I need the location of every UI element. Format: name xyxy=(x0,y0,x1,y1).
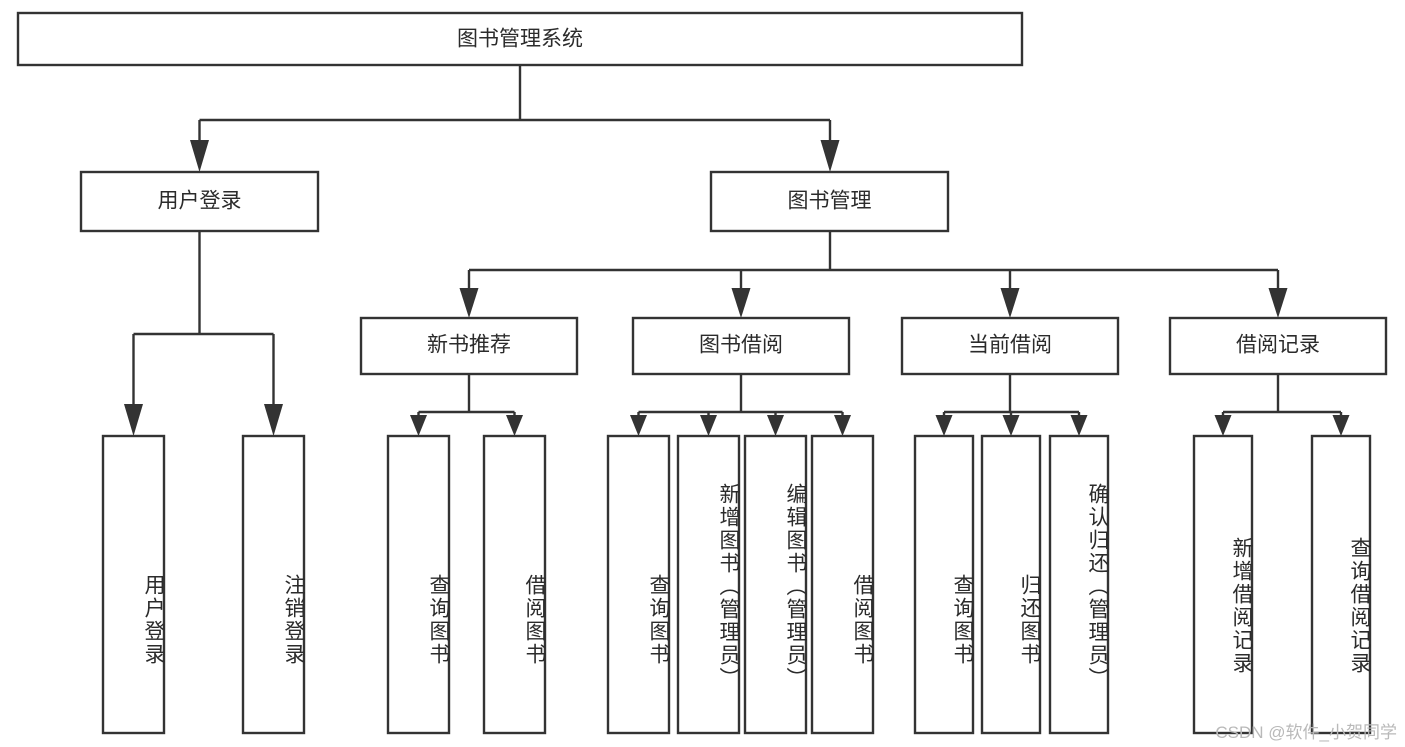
arrow-head-leaf-add-record xyxy=(1214,415,1232,436)
arrow-head-user-login xyxy=(190,140,209,172)
node-borrow-record[interactable] xyxy=(1168,316,1388,376)
arrow-head-leaf-return-book xyxy=(1002,415,1020,436)
arrow-head-leaf-borrow-book-1 xyxy=(506,415,523,436)
node-leaf-query-book-1[interactable] xyxy=(386,434,451,735)
node-leaf-query-book-3[interactable] xyxy=(913,434,975,735)
node-new-book-recommend-label: 新书推荐 xyxy=(427,334,511,357)
arrow-head-leaf-edit-book xyxy=(767,415,784,436)
arrow-head-new-book-recommend xyxy=(459,288,479,318)
node-book-borrow[interactable] xyxy=(631,316,851,376)
node-layer: 图书管理系统 用户登录 图书管理 新书推荐 图书借阅 当前借阅 借阅记录 xyxy=(16,11,1388,735)
node-new-book-recommend[interactable] xyxy=(359,316,579,376)
node-leaf-borrow-book-1[interactable] xyxy=(482,434,547,735)
node-leaf-query-book-2[interactable] xyxy=(606,434,671,735)
node-leaf-query-record[interactable] xyxy=(1310,434,1372,735)
arrow-head-leaf-query-record xyxy=(1332,415,1350,436)
node-book-borrow-label: 图书借阅 xyxy=(699,334,783,357)
arrow-head-book-manage xyxy=(820,140,840,172)
node-book-manage-label: 图书管理 xyxy=(788,190,872,213)
node-leaf-return-book[interactable] xyxy=(980,434,1042,735)
arrow-head-leaf-user-logout xyxy=(264,404,283,436)
node-leaf-borrow-book-2[interactable] xyxy=(810,434,875,735)
arrow-head-leaf-confirm-return xyxy=(1070,415,1088,436)
node-book-manage[interactable] xyxy=(709,170,950,233)
node-leaf-add-book[interactable] xyxy=(676,434,741,735)
node-current-borrow-label: 当前借阅 xyxy=(968,334,1052,357)
node-leaf-add-record[interactable] xyxy=(1192,434,1254,735)
node-leaf-user-logout[interactable] xyxy=(241,434,306,735)
node-borrow-record-label: 借阅记录 xyxy=(1236,334,1320,357)
node-root-label: 图书管理系统 xyxy=(457,28,583,51)
arrow-head-leaf-add-book xyxy=(700,415,717,436)
arrow-head-book-borrow xyxy=(731,288,751,318)
arrow-head-leaf-query-book-2 xyxy=(630,415,647,436)
arrow-head-leaf-query-book-3 xyxy=(935,415,953,436)
node-root[interactable] xyxy=(16,11,1024,67)
arrow-head-leaf-borrow-book-2 xyxy=(834,415,851,436)
node-user-login-label: 用户登录 xyxy=(158,190,242,213)
arrow-head-borrow-record xyxy=(1268,288,1288,318)
csdn-watermark: CSDN @软件_小贺同学 xyxy=(1215,723,1397,742)
arrow-head-leaf-query-book-1 xyxy=(410,415,427,436)
arrow-head-leaf-user-login xyxy=(124,404,143,436)
node-leaf-user-login[interactable] xyxy=(101,434,166,735)
node-current-borrow[interactable] xyxy=(900,316,1120,376)
connector-layer xyxy=(124,65,1350,436)
node-leaf-edit-book[interactable] xyxy=(743,434,808,735)
arrow-head-current-borrow xyxy=(1000,288,1020,318)
node-user-login[interactable] xyxy=(79,170,320,233)
node-leaf-confirm-return[interactable] xyxy=(1048,434,1110,735)
